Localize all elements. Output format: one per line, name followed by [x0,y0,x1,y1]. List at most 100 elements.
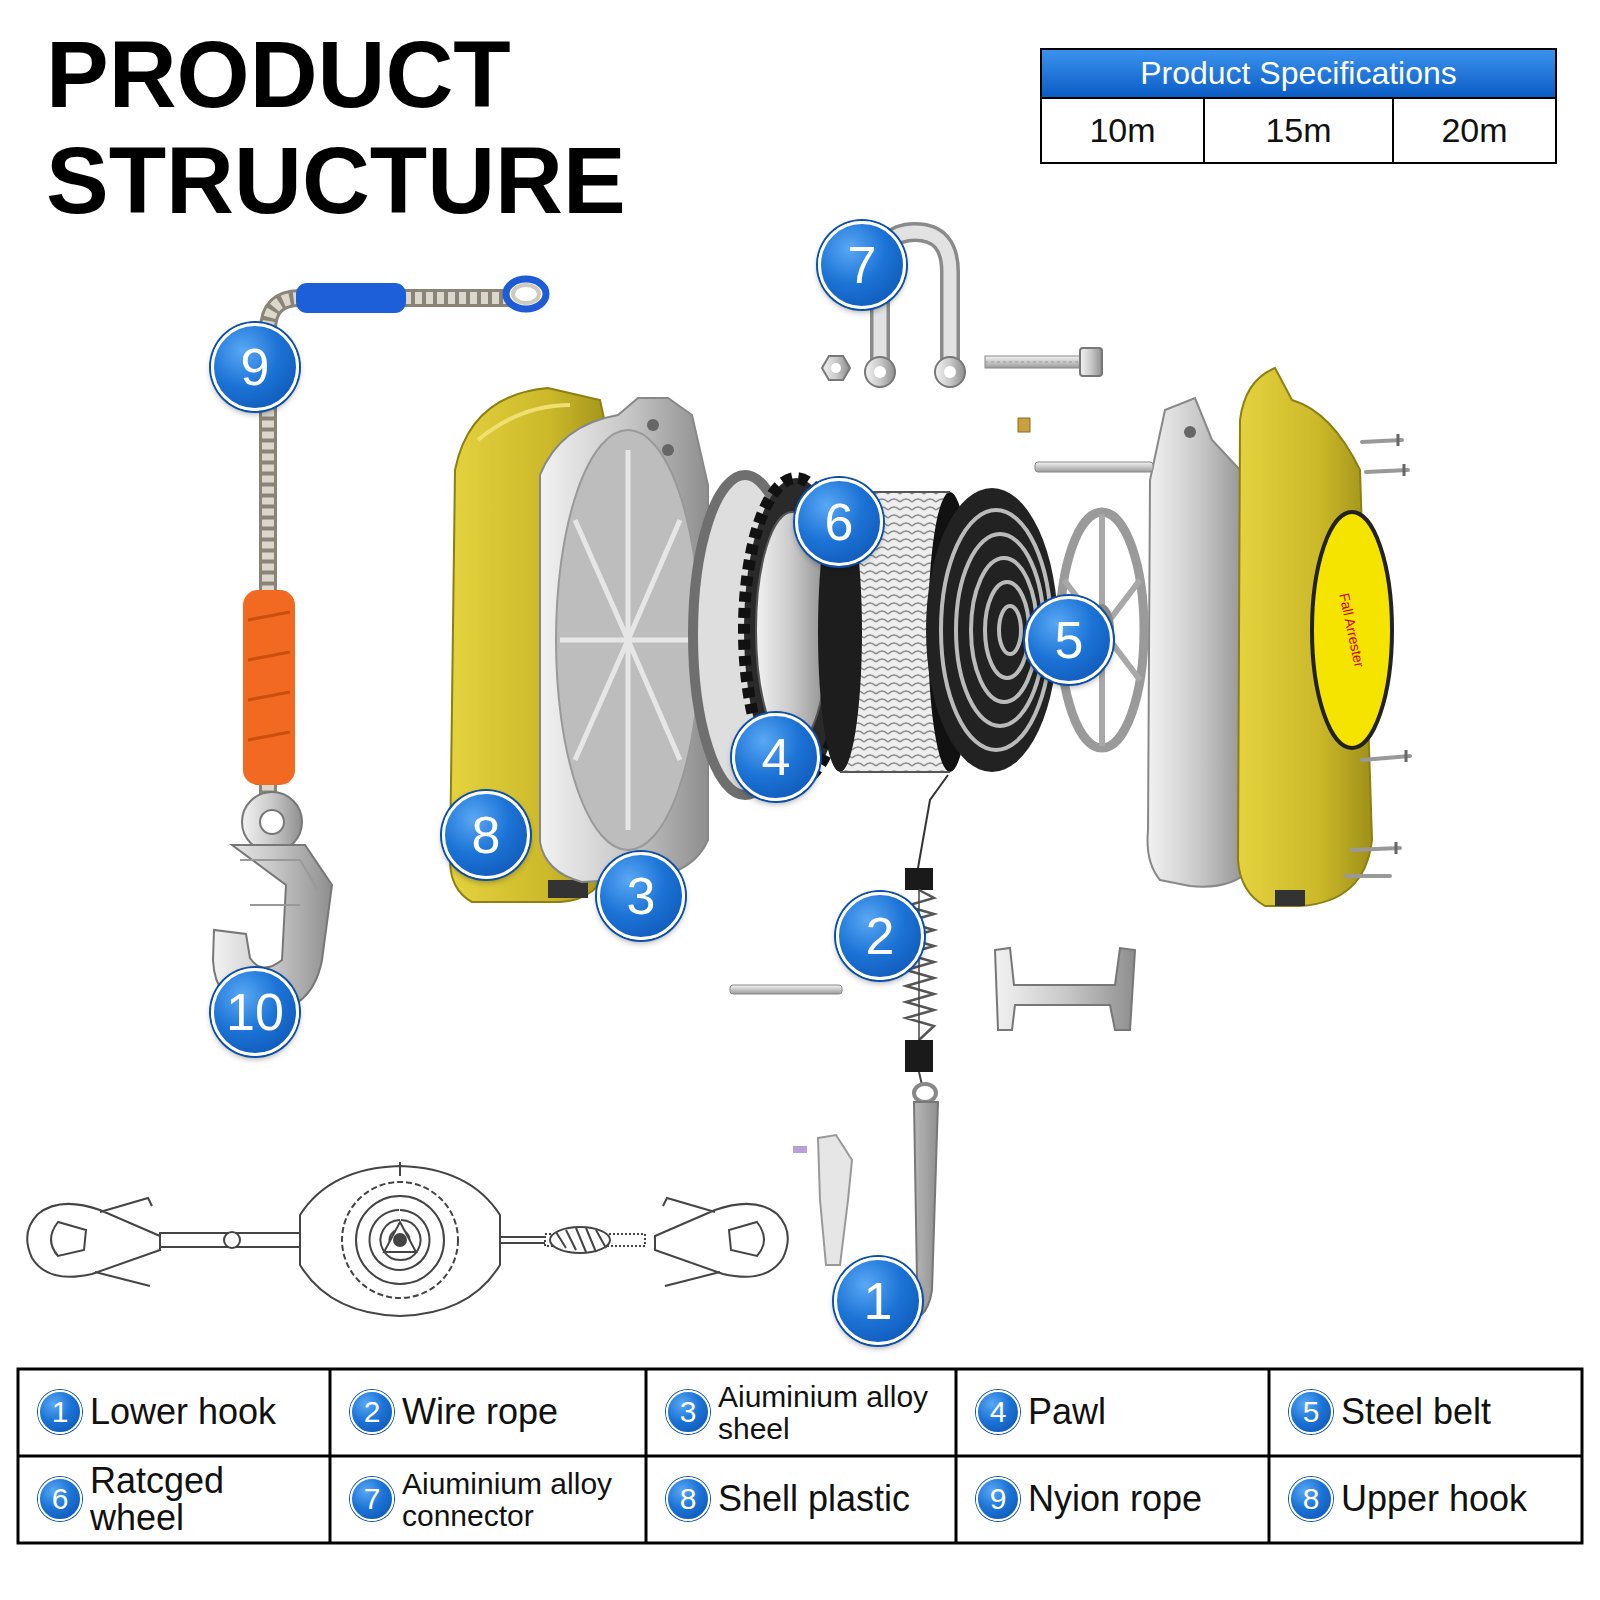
left-housing [540,398,708,882]
parts-table [329,1369,332,1543]
right-housing [1148,398,1251,887]
table-number: 5 [1289,1390,1333,1434]
parts-table [955,1369,958,1543]
line-sketch [663,1198,720,1286]
table-header: Product Specifications [1041,49,1556,98]
table-number: 2 [350,1390,394,1434]
callout-number: 6 [795,478,883,566]
table-number: 7 [350,1477,394,1521]
small-parts [730,985,842,994]
nylon-rope [296,283,406,313]
left-housing [662,444,674,456]
left-housing [560,450,698,830]
line-sketch [95,1198,152,1286]
table-cell: Aiuminium alloy connector [402,1460,638,1539]
line-sketch [51,1222,86,1256]
line-sketch [655,1204,788,1277]
nylon-rope [513,285,539,303]
table-number: 8 [666,1477,710,1521]
steel-belt [999,606,1021,654]
table-cell: Pawl [1028,1373,1261,1452]
callout-number: 4 [732,713,820,801]
right-shell [1275,890,1305,906]
small-parts [793,1146,807,1153]
line-sketch [384,1222,416,1252]
line-sketch [729,1222,764,1256]
callout-number: 1 [834,1257,922,1345]
upper-hook [242,792,302,852]
line-sketch [27,1162,788,1316]
callout-number: 7 [818,221,906,309]
spec-table [1041,49,1556,163]
table-cell: 10m [1041,98,1204,163]
line-sketch [500,1236,545,1238]
callout-number: 8 [442,791,530,879]
lower-hook [919,1120,921,1260]
shackle [874,366,886,378]
table-cell: 20m [1393,98,1556,163]
table-cell: Ratcged wheel [90,1460,280,1539]
upper-hook [240,860,318,905]
line-sketch [27,1204,160,1277]
wire-rope [918,890,920,1040]
shackle [944,366,956,378]
shackle [1080,348,1102,376]
table-number: 3 [666,1390,710,1434]
line-sketch [160,1233,300,1247]
table-cell: 15m [1204,98,1393,163]
line-sketch [500,1242,545,1244]
callout-number: 3 [597,852,685,940]
table-cell: Shell plastic [718,1460,948,1539]
shackle [822,356,850,380]
line-sketch [342,1182,458,1298]
nylon-rope [243,590,295,785]
nylon-rope [248,612,290,740]
line-sketch [300,1166,500,1316]
table-number: 1 [38,1390,82,1434]
shackle [865,357,895,387]
right-shell [1396,434,1406,854]
table-cell: Steel belt [1341,1373,1574,1452]
right-housing [1184,426,1196,438]
table-number: 8 [1289,1477,1333,1521]
parts-table [18,1369,1582,1543]
left-housing [647,419,659,431]
parts-table [1268,1369,1271,1543]
callout-number: 2 [836,892,924,980]
table-cell: Nyion rope [1028,1460,1261,1539]
spec-table [1041,49,1556,98]
parts-table [18,1369,1582,1543]
right-housing [1148,398,1251,887]
callout-number: 10 [211,968,299,1056]
small-parts [1018,418,1030,432]
parts-table [645,1369,648,1543]
wire-rope [918,775,948,868]
line-sketch [399,1162,401,1176]
shackle [831,363,841,373]
small-parts [1035,462,1153,472]
left-housing [556,430,700,850]
table-cell: Upper hook [1341,1460,1574,1539]
table-number: 6 [38,1477,82,1521]
table-cell: Aiuminium alloy sheel [718,1373,948,1452]
small-parts [730,418,1153,1265]
table-number: 4 [976,1390,1020,1434]
small-parts [818,1135,852,1265]
line-sketch [394,1234,406,1246]
steel-belt [985,582,1029,678]
shackle [985,362,1081,363]
shackle [935,357,965,387]
product-label: Fall Arrester [1330,569,1375,691]
spec-table [1203,98,1205,163]
small-parts [995,948,1135,1030]
line-sketch [550,1227,610,1253]
page-title: PRODUCT STRUCTURE [46,22,766,234]
right-shell [1238,368,1410,906]
table-cell: Wire rope [402,1373,638,1452]
nylon-rope [506,279,546,309]
spec-table [1041,49,1556,163]
shackle [985,356,1081,368]
callout-number: 9 [211,323,299,411]
